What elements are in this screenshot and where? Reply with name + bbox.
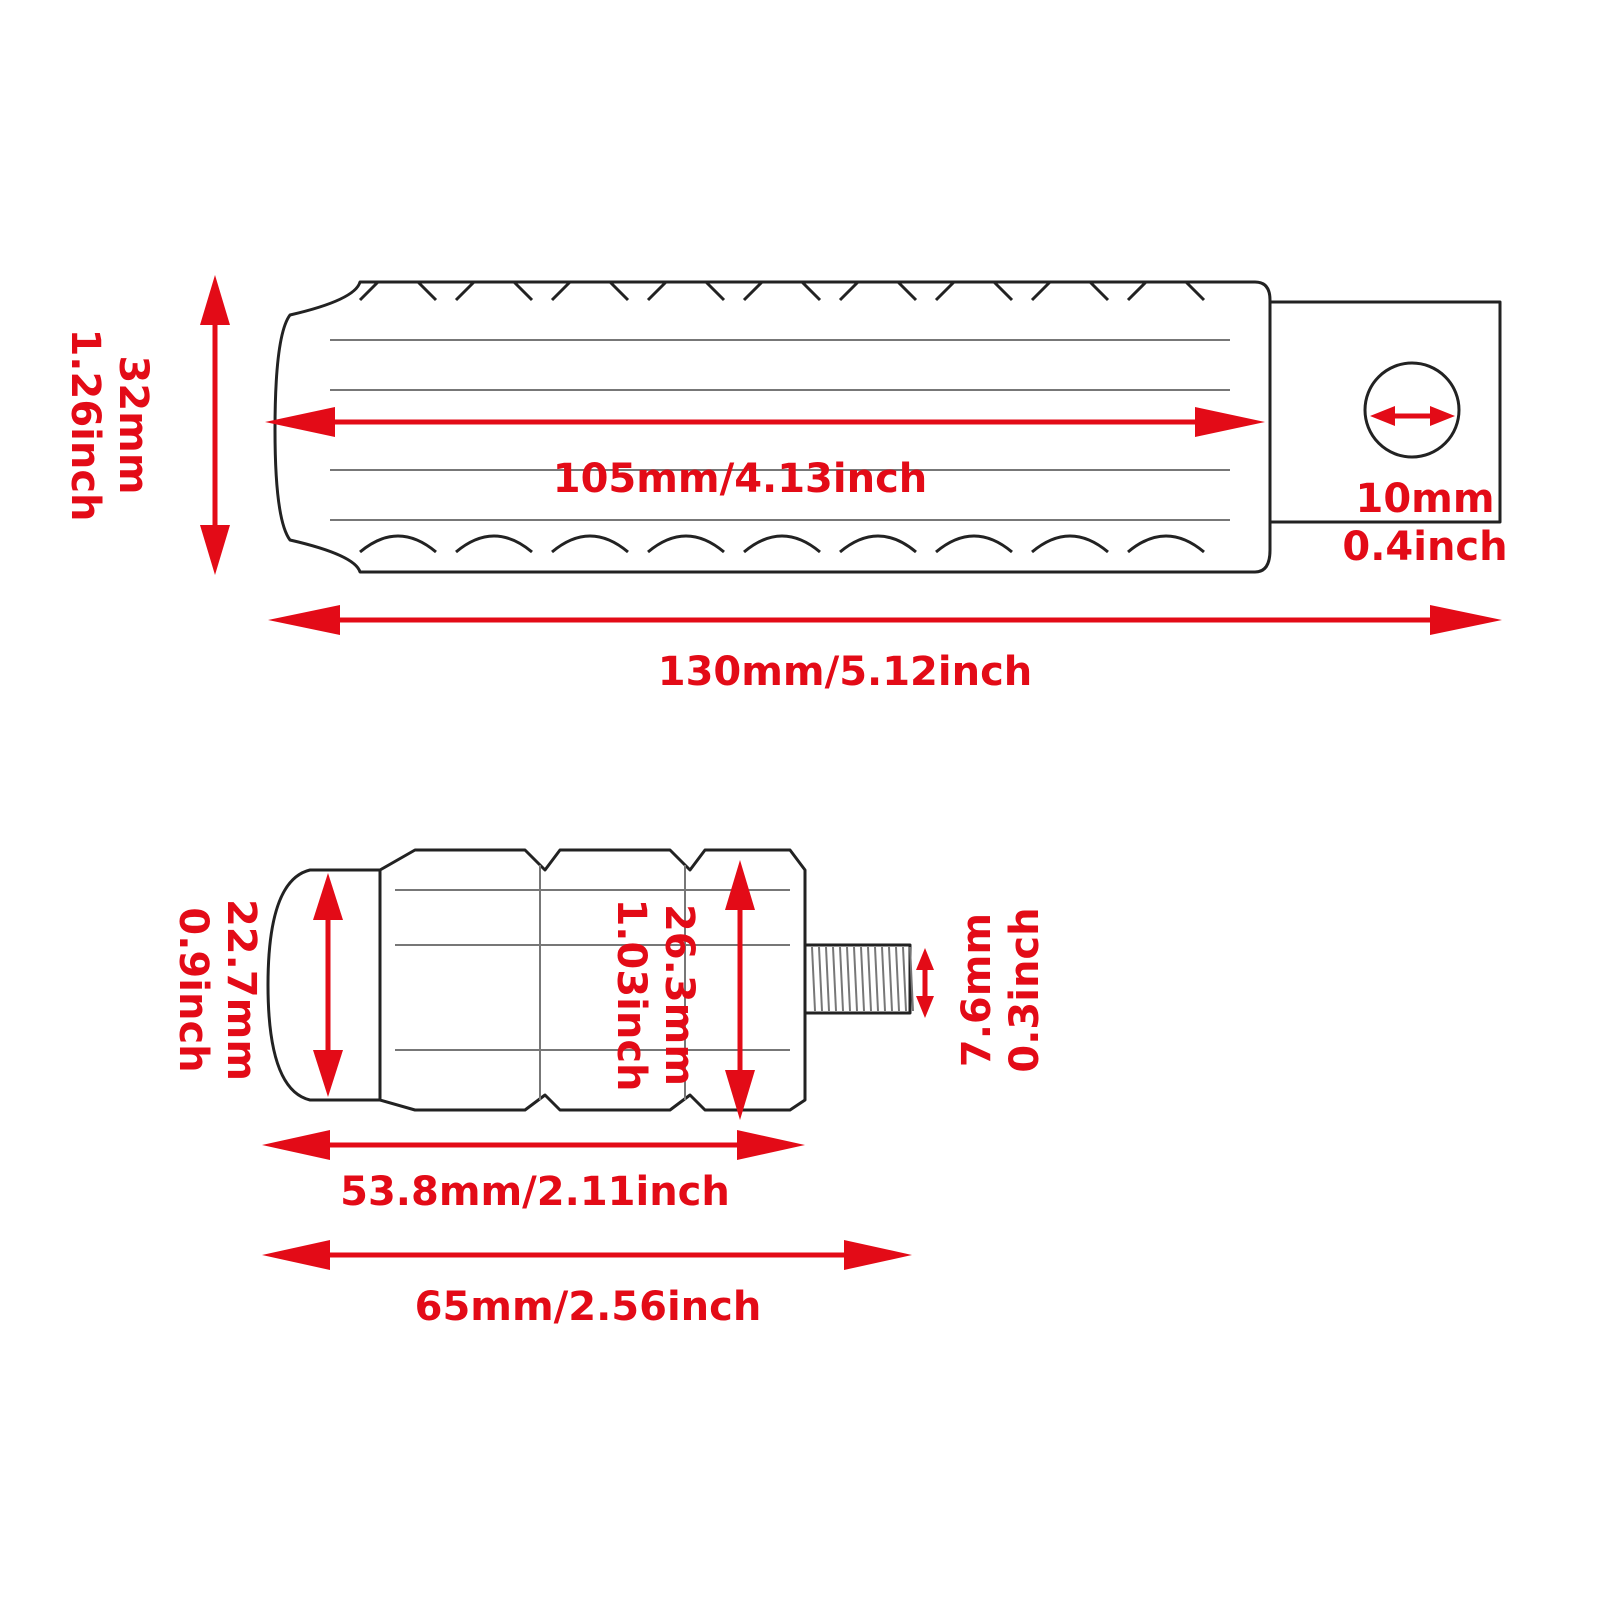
- grip-tooth-bottom: [743, 534, 821, 554]
- grip-tooth-bottom: [551, 534, 629, 554]
- grip-tooth-top: [550, 280, 630, 302]
- side-total-length-arrow: [262, 1240, 912, 1270]
- hole-dimension-arrow: [1370, 406, 1455, 426]
- grip-tooth-top: [1126, 280, 1206, 302]
- grip-tooth-bottom: [935, 534, 1013, 554]
- grip-tooth-top: [646, 280, 726, 302]
- grip-tooth-top: [358, 280, 438, 302]
- grip-tooth-top: [838, 280, 918, 302]
- body-length-label: 53.8mm/2.11inch: [340, 1169, 730, 1215]
- grip-length-label: 105mm/4.13inch: [553, 456, 928, 502]
- grip-tooth-bottom: [647, 534, 725, 554]
- thread-line: [825, 946, 830, 1012]
- thread-line: [874, 946, 879, 1012]
- footpeg-top-view: [273, 280, 1502, 574]
- body-diameter-arrow: [725, 860, 755, 1120]
- thread-line: [839, 946, 844, 1012]
- cap-diameter-arrow: [313, 873, 343, 1097]
- thread-line: [853, 946, 858, 1012]
- thread-diameter-arrow: [916, 948, 934, 1018]
- thread-line: [860, 946, 865, 1012]
- thread-line: [818, 946, 823, 1012]
- grip-tooth-top: [1030, 280, 1110, 302]
- side-total-length-label: 65mm/2.56inch: [415, 1284, 762, 1330]
- thread-diameter-mm: 7.6mm: [954, 913, 1000, 1067]
- footpeg-side-view: [266, 848, 914, 1112]
- body-diameter-mm: 26.3mm: [656, 904, 702, 1086]
- cap-diameter-in: 0.9inch: [170, 907, 216, 1072]
- thread-line: [811, 946, 816, 1012]
- thread-line: [846, 946, 851, 1012]
- height-label-in: 1.26inch: [62, 328, 108, 521]
- mount-hole: [1363, 361, 1461, 459]
- grip-tooth-bottom: [1127, 534, 1205, 554]
- grip-tooth-bottom: [839, 534, 917, 554]
- body-length-arrow: [262, 1130, 805, 1160]
- grip-tooth-top: [454, 280, 534, 302]
- thread-line: [888, 946, 893, 1012]
- thread-line: [895, 946, 900, 1012]
- hole-label-in: 0.4inch: [1342, 524, 1507, 570]
- grip-tooth-bottom: [1031, 534, 1109, 554]
- grip-length-arrow: [265, 407, 1265, 437]
- body-diameter-in: 1.03inch: [608, 898, 654, 1091]
- thread-line: [902, 946, 907, 1012]
- grip-tooth-top: [742, 280, 822, 302]
- thread-line: [881, 946, 886, 1012]
- height-label-mm: 32mm: [110, 355, 156, 494]
- thread-line: [832, 946, 837, 1012]
- thread-line: [867, 946, 872, 1012]
- thread-line: [909, 946, 914, 1012]
- total-length-arrow: [268, 605, 1502, 635]
- grip-tooth-bottom: [455, 534, 533, 554]
- height-dimension-arrow: [200, 275, 230, 575]
- total-length-label: 130mm/5.12inch: [658, 649, 1033, 695]
- grip-tooth-bottom: [359, 534, 437, 554]
- thread-diameter-in: 0.3inch: [1002, 907, 1048, 1072]
- hole-label-mm: 10mm: [1355, 476, 1494, 522]
- cap-diameter-mm: 22.7mm: [218, 899, 264, 1081]
- grip-tooth-top: [934, 280, 1014, 302]
